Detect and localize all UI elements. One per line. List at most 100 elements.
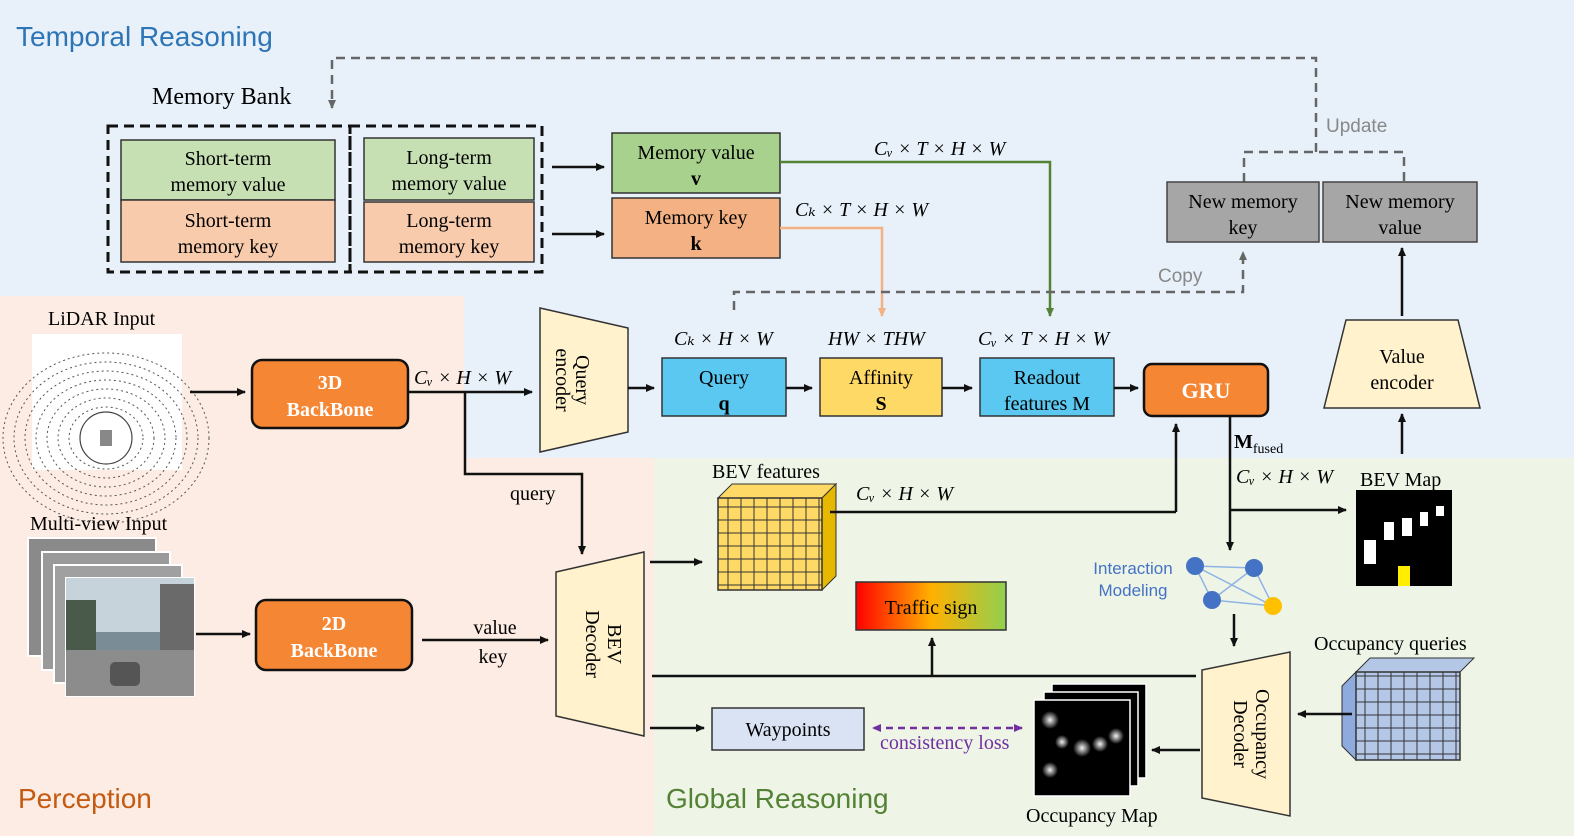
lidar-input-label: LiDAR Input: [48, 308, 156, 330]
multiview-input-label: Multi-view Input: [30, 513, 168, 535]
svg-text:Value: Value: [1379, 346, 1425, 368]
svg-text:memory key: memory key: [399, 236, 500, 258]
occupancy-map-label: Occupancy Map: [1026, 805, 1158, 827]
gru-block: GRU: [1142, 362, 1270, 418]
svg-text:Query: Query: [571, 355, 593, 405]
3d-backbone-dims: Cᵥ × H × W: [414, 367, 513, 389]
occupancy-queries-cube: [1341, 657, 1476, 762]
value-encoder: Value encoder: [1323, 319, 1481, 409]
value-label: value: [473, 617, 516, 639]
value-to-readout-arrow: [780, 160, 1054, 317]
short-term-memory-key-box: Short-term memory key: [120, 199, 336, 263]
interaction-label-line2: Modeling: [1099, 581, 1168, 600]
update-bracket: [1242, 150, 1406, 182]
long-term-memory-key-box: Long-term memory key: [363, 201, 535, 263]
bev-features-dims: Cᵥ × H × W: [856, 483, 955, 505]
consistency-loss-label: consistency loss: [880, 732, 1010, 754]
query-label: query: [510, 483, 556, 505]
query-dims: Cₖ × H × W: [674, 328, 775, 350]
waypoints-box: Waypoints: [711, 707, 865, 751]
svg-text:Waypoints: Waypoints: [745, 719, 830, 741]
multiview-input-images: [27, 537, 195, 697]
bev-decoder: BEV Decoder: [555, 551, 645, 737]
update-arrow: [328, 56, 1318, 152]
svg-text:value: value: [1378, 217, 1421, 239]
new-memory-value-box: New memory value: [1322, 181, 1478, 243]
svg-text:New memory: New memory: [1188, 191, 1297, 213]
perception-title: Perception: [18, 783, 152, 814]
svg-text:Occupancy: Occupancy: [1251, 689, 1273, 779]
m-fused-label: Mfused: [1234, 431, 1283, 457]
svg-text:Decoder: Decoder: [1229, 700, 1251, 768]
memory-value-dims: Cᵥ × T × H × W: [874, 138, 1008, 160]
svg-text:Short-term: Short-term: [185, 210, 272, 232]
svg-text:memory key: memory key: [178, 236, 279, 258]
svg-text:New memory: New memory: [1345, 191, 1454, 213]
long-term-bank-frame: [348, 124, 544, 274]
key-to-affinity-arrow: [780, 226, 886, 317]
memory-bank-title: Memory Bank: [152, 84, 291, 110]
key-label: key: [479, 646, 508, 668]
affinity-box: Affinity S: [819, 357, 943, 417]
svg-text:3D: 3D: [318, 372, 342, 394]
svg-text:v: v: [691, 168, 701, 190]
memory-key-dims: Cₖ × T × H × W: [795, 199, 930, 221]
occupancy-queries-label: Occupancy queries: [1314, 633, 1467, 655]
svg-text:Long-term: Long-term: [406, 210, 492, 232]
svg-text:BackBone: BackBone: [291, 640, 378, 662]
svg-text:2D: 2D: [322, 613, 346, 635]
svg-text:Decoder: Decoder: [581, 610, 603, 678]
query-encoder: Query encoder: [539, 307, 629, 453]
bev-map-label: BEV Map: [1360, 469, 1441, 491]
svg-text:Short-term: Short-term: [185, 148, 272, 170]
svg-text:Affinity: Affinity: [849, 367, 913, 389]
traffic-sign-box: Traffic sign: [855, 581, 1007, 631]
svg-text:Memory value: Memory value: [637, 142, 754, 164]
2d-backbone-block: 2D BackBone: [254, 598, 414, 672]
readout-dims: Cᵥ × T × H × W: [978, 328, 1112, 350]
lidar-input-image: [2, 334, 210, 524]
bev-map-image: [1356, 490, 1452, 586]
temporal-reasoning-title: Temporal Reasoning: [16, 21, 273, 52]
svg-text:encoder: encoder: [1370, 372, 1434, 394]
copy-arrow: [732, 251, 1247, 310]
occupancy-map-image: [1033, 683, 1147, 797]
affinity-dims: HW × THW: [827, 328, 927, 350]
new-memory-key-box: New memory key: [1166, 181, 1320, 243]
short-term-memory-value-box: Short-term memory value: [120, 139, 336, 201]
occupancy-decoder: Occupancy Decoder: [1201, 651, 1291, 817]
query-to-bev-decoder-arrow: [463, 392, 586, 555]
svg-text:features M: features M: [1004, 393, 1090, 415]
bev-features-label: BEV features: [712, 461, 820, 483]
memory-key-box: Memory key k: [611, 197, 781, 259]
update-label: Update: [1326, 116, 1387, 137]
svg-text:GRU: GRU: [1182, 378, 1231, 403]
query-box: Query q: [661, 357, 787, 417]
copy-label: Copy: [1158, 266, 1203, 287]
m-fused-dims: Cᵥ × H × W: [1236, 466, 1335, 488]
interaction-graph: [1186, 557, 1282, 615]
svg-text:Long-term: Long-term: [406, 147, 492, 169]
short-term-bank-frame: [106, 124, 352, 274]
memory-value-box: Memory value v: [611, 132, 781, 194]
svg-text:k: k: [690, 233, 702, 255]
svg-text:Traffic sign: Traffic sign: [885, 597, 978, 619]
svg-text:BackBone: BackBone: [287, 399, 374, 421]
svg-text:encoder: encoder: [551, 348, 573, 412]
svg-text:key: key: [1229, 217, 1258, 239]
readout-features-box: Readout features M: [979, 357, 1115, 417]
svg-text:Query: Query: [699, 367, 749, 389]
svg-text:BEV: BEV: [603, 624, 625, 665]
svg-text:Memory key: Memory key: [645, 207, 748, 229]
global-reasoning-title: Global Reasoning: [666, 783, 889, 814]
interaction-label-line1: Interaction: [1093, 559, 1172, 578]
3d-backbone-block: 3D BackBone: [250, 358, 410, 430]
svg-text:q: q: [718, 393, 729, 415]
svg-text:memory value: memory value: [392, 173, 507, 195]
long-term-memory-value-box: Long-term memory value: [363, 137, 535, 201]
svg-text:Readout: Readout: [1014, 367, 1081, 389]
bev-features-cube: [716, 482, 838, 592]
svg-text:memory value: memory value: [171, 174, 286, 196]
